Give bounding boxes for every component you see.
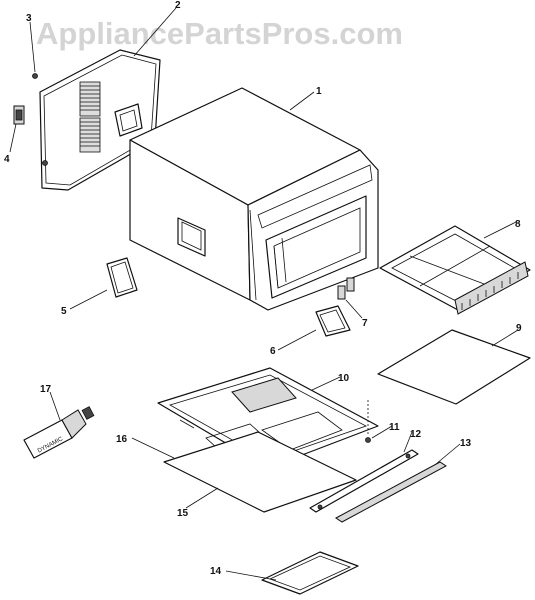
part-square-pad[interactable]: [315, 305, 351, 337]
part-spacers[interactable]: [337, 277, 355, 300]
callout-12: 12: [410, 429, 422, 440]
part-access-cover[interactable]: [106, 257, 138, 298]
part-clip[interactable]: [13, 105, 25, 125]
callout-3: 3: [26, 13, 32, 24]
callout-4: 4: [4, 154, 10, 165]
callout-13: 13: [460, 438, 472, 449]
callouts: 1 2 3 4 5 6 7 8 9 10 11 12 13 14 15 16 1…: [4, 0, 522, 577]
callout-15: 15: [177, 508, 189, 519]
part-bottom-tray[interactable]: [379, 225, 531, 315]
callout-14: 14: [210, 566, 222, 577]
leader-lines: [9, 7, 519, 581]
callout-1: 1: [316, 86, 322, 97]
callout-16: 16: [116, 434, 128, 445]
part-grease-tube[interactable]: DYNAMIC: [23, 406, 95, 459]
callout-9: 9: [516, 323, 522, 334]
callout-17: 17: [40, 384, 52, 395]
part-bottom-panel[interactable]: [163, 431, 357, 513]
part-front-rail[interactable]: [309, 449, 419, 513]
part-drip-tray[interactable]: [261, 551, 359, 595]
part-screw[interactable]: [32, 73, 48, 166]
part-base-screw[interactable]: [365, 400, 371, 443]
part-oven-cabinet[interactable]: [129, 87, 379, 311]
callout-6: 6: [270, 346, 276, 357]
callout-5: 5: [61, 306, 67, 317]
part-insulation-sheet[interactable]: [377, 329, 531, 405]
part-rear-panel[interactable]: [39, 49, 161, 191]
part-trim-strip[interactable]: [335, 461, 447, 523]
callout-8: 8: [515, 219, 521, 230]
callout-10: 10: [338, 373, 350, 384]
callout-7: 7: [362, 318, 368, 329]
callout-11: 11: [389, 422, 400, 433]
watermark-text: AppliancePartsPros.com: [36, 16, 403, 51]
callout-2: 2: [175, 0, 181, 11]
